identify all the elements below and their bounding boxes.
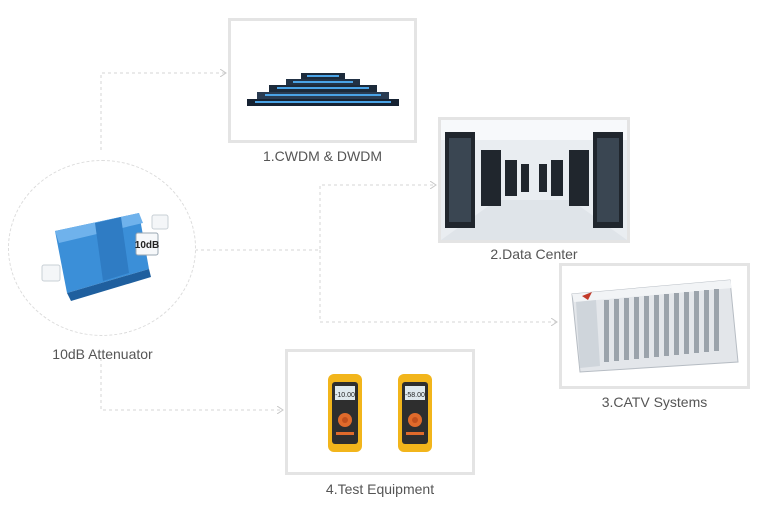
application-label-test: 4.Test Equipment	[325, 481, 435, 497]
connector-to-catv	[319, 250, 557, 322]
data-center-image-frame	[438, 117, 630, 243]
application-label-datacenter: 2.Data Center	[490, 246, 578, 262]
meter-1-reading: -10.00	[335, 392, 355, 399]
catv-image-frame	[559, 263, 750, 389]
application-label-cwdm: 1.CWDM & DWDM	[263, 148, 382, 164]
connector-to-datacenter	[195, 185, 436, 251]
test-equipment-image-frame: -10.00 -58.00	[285, 349, 475, 475]
server-racks-image	[441, 120, 627, 240]
cwdm-dwdm-image-frame	[228, 18, 417, 143]
attenuator-image: 10dB	[41, 213, 169, 301]
power-meters-image: -10.00 -58.00	[328, 374, 432, 452]
connector-to-test	[100, 358, 283, 410]
meter-2-reading: -58.00	[405, 392, 425, 399]
application-label-catv: 3.CATV Systems	[601, 394, 708, 410]
source-label: 10dB Attenuator	[52, 346, 153, 362]
connector-to-cwdm	[100, 73, 226, 150]
attenuator-part-label: 10dB	[135, 240, 159, 251]
mux-modules-image	[247, 73, 399, 106]
attenuator-circle: 10dB	[8, 160, 196, 336]
catv-chassis-image	[571, 279, 739, 373]
